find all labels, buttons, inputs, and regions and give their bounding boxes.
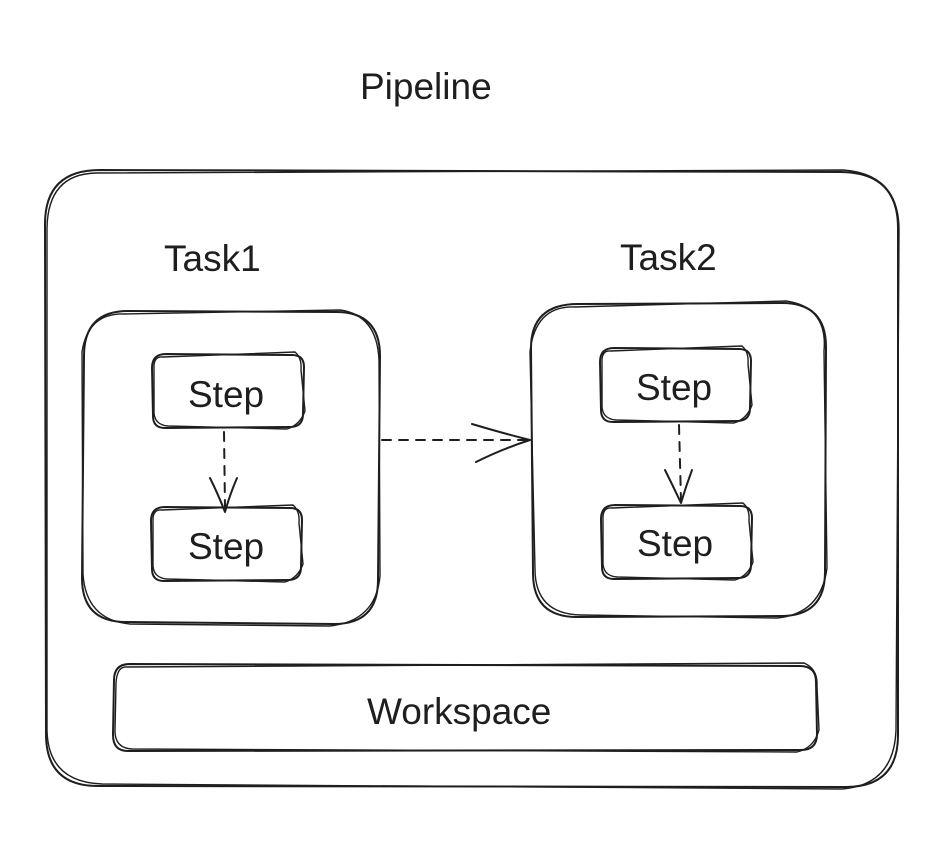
pipeline-box [44,169,900,790]
workspace-box [112,662,820,753]
task2-step2-label: Step [637,523,714,564]
task1-title: Task1 [164,238,261,279]
task2-box [529,300,828,619]
task1-step1-box [151,351,306,430]
task2-step2-box [600,502,754,581]
task1-step-arrow [209,431,238,513]
task1-step2-box [150,504,304,583]
task2-title: Task2 [620,237,717,278]
task1-step1-label: Step [188,374,265,415]
task2-step1-box [599,345,753,424]
task1-box [81,309,381,627]
task1-to-task2-arrow [381,423,531,463]
task2-step1-label: Step [636,367,713,408]
diagram-title: Pipeline [360,66,492,107]
task1-step2-label: Step [188,526,265,567]
task2-step-arrow [664,424,693,504]
workspace-label: Workspace [367,691,552,732]
